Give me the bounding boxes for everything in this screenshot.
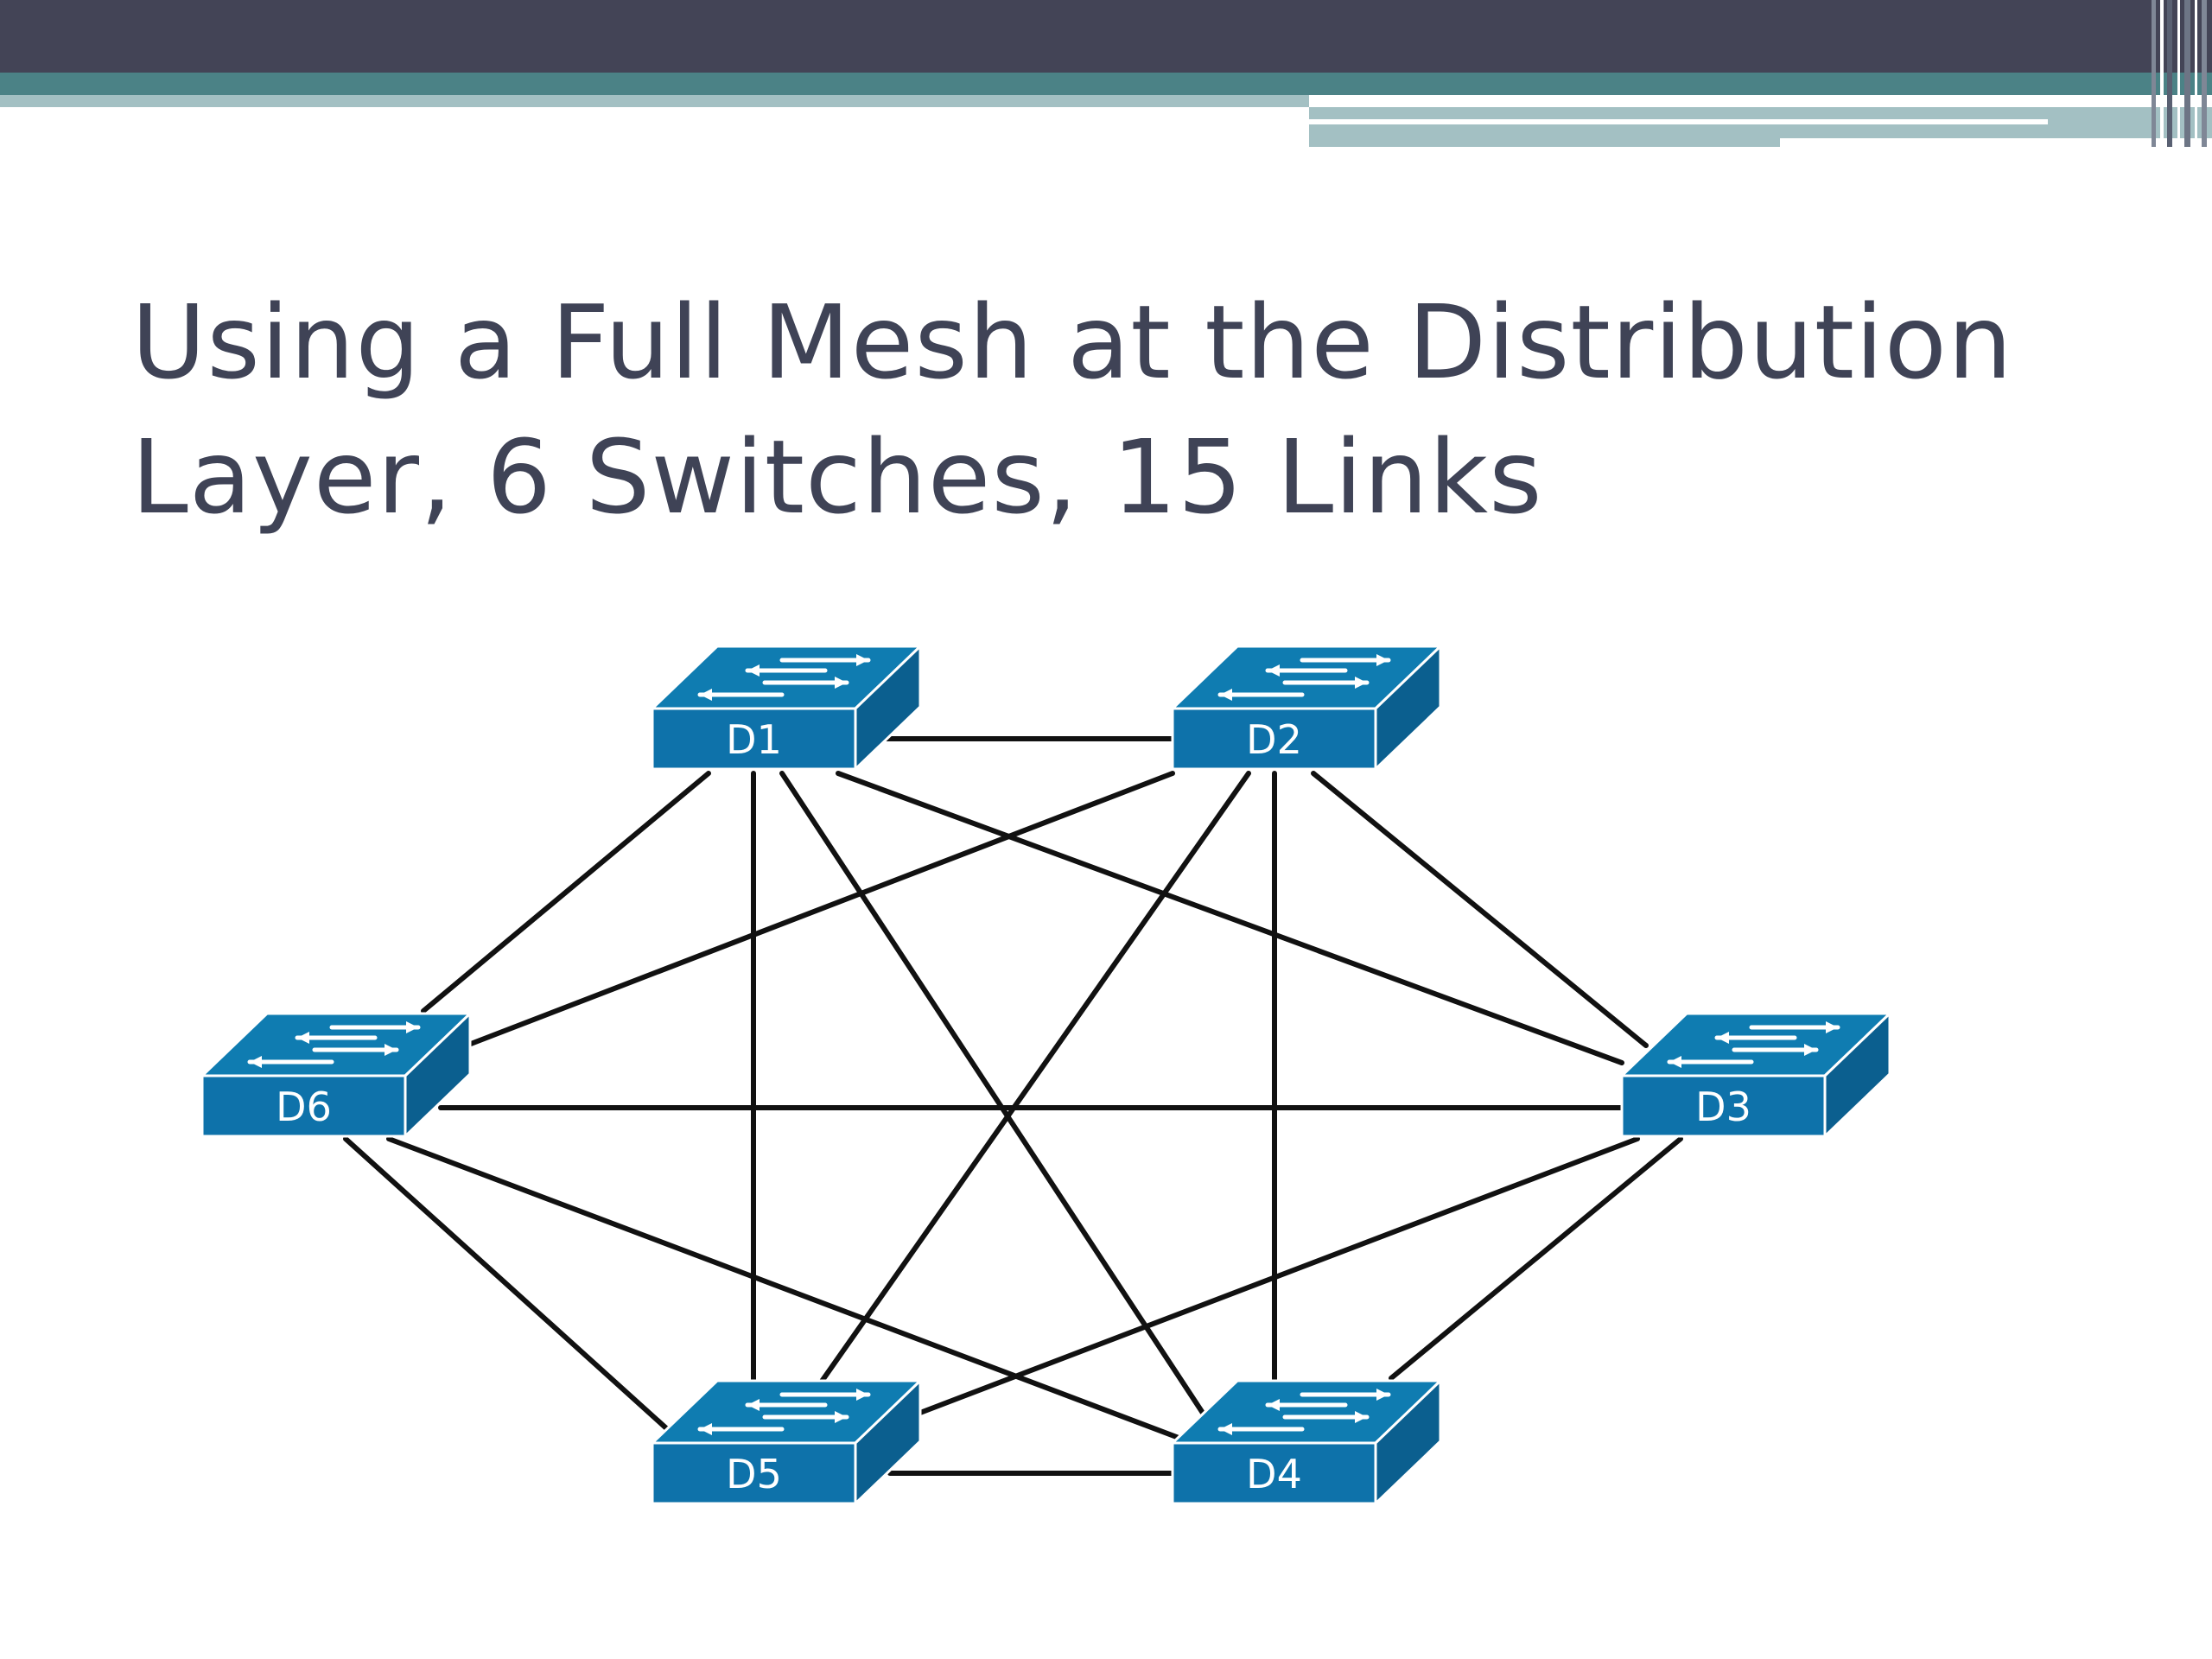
switch-d2[interactable]: D2	[1171, 645, 1442, 771]
slide-title-line-2: Layer, 6 Switches, 15 Links	[131, 417, 1543, 537]
switch-front-face	[1171, 707, 1377, 771]
link-d3-d5	[918, 1136, 1640, 1415]
link-d2-d6	[468, 771, 1175, 1046]
switch-label: D1	[726, 716, 782, 763]
switch-d1[interactable]: D1	[651, 645, 922, 771]
header-edge-stripes	[2152, 0, 2207, 147]
switch-label: D6	[276, 1084, 332, 1130]
switch-front-face	[1171, 1441, 1377, 1505]
header-teal-bar	[0, 73, 2212, 95]
link-d1-d4	[779, 771, 1217, 1433]
switch-front-face	[1620, 1074, 1827, 1138]
switch-d4[interactable]: D4	[1171, 1379, 1442, 1505]
link-d1-d6	[421, 771, 711, 1014]
layer2-switch-icon	[697, 654, 871, 701]
header-light-bar-left	[0, 95, 1309, 107]
switch-front-face	[651, 1441, 857, 1505]
switch-label: D5	[726, 1451, 782, 1497]
layer2-switch-icon	[697, 1389, 871, 1435]
layer2-switch-icon	[247, 1021, 421, 1068]
link-d1-d3	[836, 771, 1624, 1065]
switch-label: D3	[1695, 1084, 1751, 1130]
layer2-switch-icon	[1217, 1389, 1391, 1435]
link-d4-d6	[386, 1136, 1195, 1446]
layer2-switch-icon	[1217, 654, 1391, 701]
header-white-line	[1309, 119, 2048, 124]
switch-label: D2	[1246, 716, 1302, 763]
switch-d5[interactable]: D5	[651, 1379, 922, 1505]
link-d2-d5	[818, 771, 1251, 1385]
switch-label: D4	[1246, 1451, 1302, 1497]
header-dark-bar	[0, 0, 2212, 73]
link-d3-d4	[1389, 1136, 1683, 1381]
switch-front-face	[200, 1074, 407, 1138]
header-band	[0, 0, 2212, 147]
switch-d6[interactable]: D6	[200, 1012, 472, 1138]
switch-front-face	[651, 707, 857, 771]
links-layer	[343, 736, 1683, 1476]
slide-title: Using a Full Mesh at the Distribution La…	[131, 275, 2119, 544]
link-d5-d6	[343, 1136, 685, 1446]
switch-d3[interactable]: D3	[1620, 1012, 1891, 1138]
link-d2-d3	[1311, 771, 1649, 1048]
layer2-switch-icon	[1667, 1021, 1840, 1068]
header-white-line-lower	[1780, 138, 2212, 147]
slide-title-line-1: Using a Full Mesh at the Distribution	[131, 283, 2013, 402]
